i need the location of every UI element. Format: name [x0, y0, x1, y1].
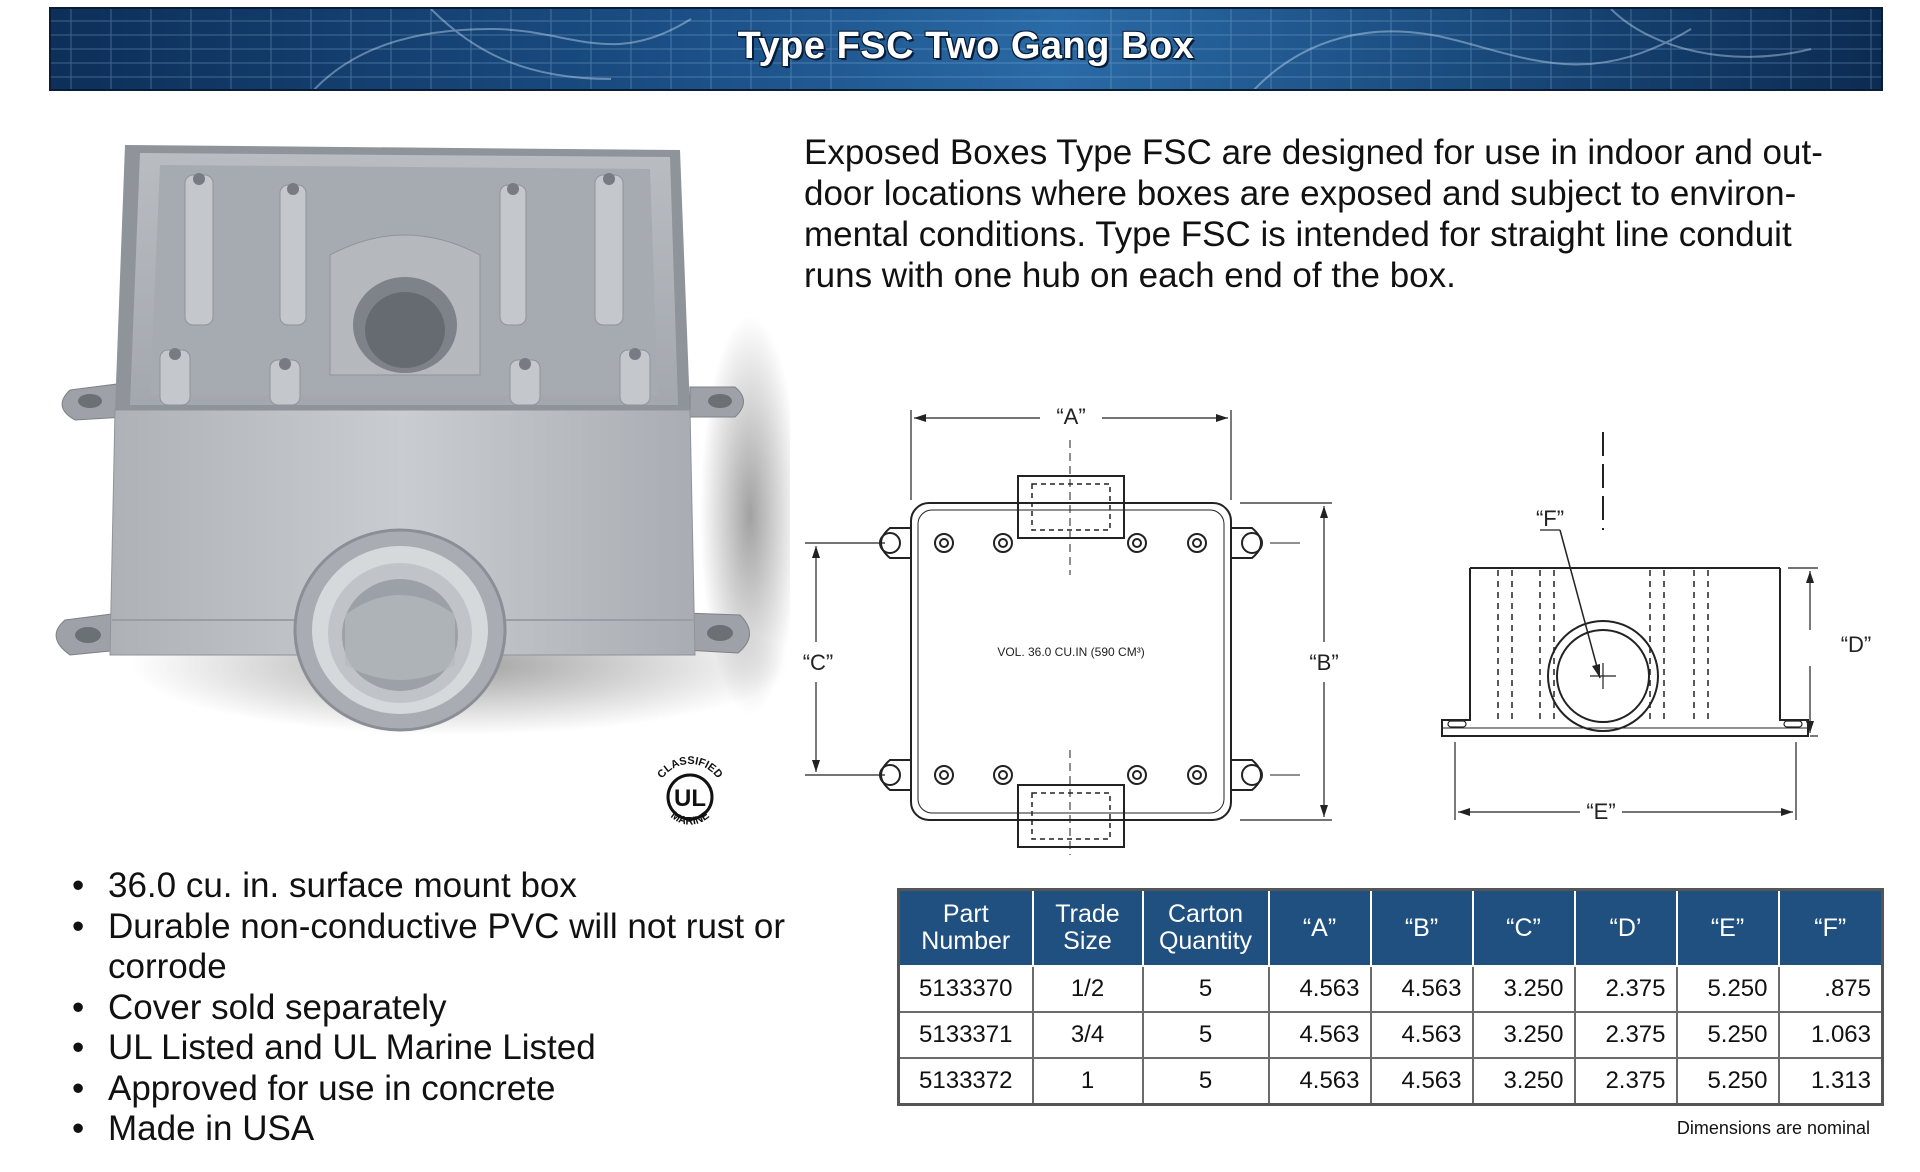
product-photo-two-gang-box	[55, 145, 790, 735]
dimension-c-cell: 3.250	[1471, 965, 1576, 1013]
ul-top-text: CLASSIFIED	[655, 755, 725, 781]
column-header-carton-quantity: Carton Quantity	[1141, 888, 1270, 967]
feature-item: •36.0 cu. in. surface mount box	[72, 866, 577, 905]
dimension-b-cell: 4.563	[1369, 1057, 1474, 1106]
svg-text:MARINE: MARINE	[668, 809, 711, 827]
bullet-icon: •	[72, 866, 85, 905]
dimension-e-cell: 5.250	[1675, 965, 1780, 1013]
dimension-b-cell: 4.563	[1369, 965, 1474, 1013]
svg-text:CLASSIFIED: CLASSIFIED	[655, 755, 725, 781]
side-view-dimension-drawing: “F” “D” “E”	[1441, 432, 1872, 824]
dimension-d-cell: 2.375	[1573, 1057, 1678, 1106]
bullet-icon: •	[72, 1028, 85, 1067]
table-header-row: Part Number Trade Size Carton Quantity “…	[897, 888, 1884, 967]
column-header-f: “F”	[1777, 888, 1884, 967]
dimension-a-cell: 4.563	[1267, 1057, 1372, 1106]
column-header-d: “D’	[1573, 888, 1678, 967]
table-row: 5133370 1/2 5 4.563 4.563 3.250 2.375 5.…	[897, 965, 1884, 1013]
feature-item: •Approved for use in concrete	[72, 1068, 556, 1108]
feature-item: •UL Listed and UL Marine Listed	[72, 1028, 596, 1067]
dimension-d-cell: 2.375	[1573, 1011, 1678, 1059]
banner-wireframe-pattern	[51, 9, 1881, 89]
dimension-label-a: “A”	[1056, 404, 1085, 429]
carton-quantity-cell: 5	[1141, 1057, 1270, 1106]
dimension-f-cell: 1.313	[1777, 1057, 1884, 1106]
header-banner: Type FSC Two Gang Box	[49, 7, 1883, 91]
bullet-icon: •	[72, 1109, 85, 1148]
bullet-icon: •	[72, 1068, 85, 1108]
specification-table: Part Number Trade Size Carton Quantity “…	[897, 888, 1884, 1106]
feature-item: •Cover sold separately	[72, 987, 447, 1027]
column-header-e: “E”	[1675, 888, 1780, 967]
ul-classified-marine-logo: UL CLASSIFIED MARINE	[655, 755, 725, 828]
dimension-label-d: “D”	[1841, 632, 1872, 657]
dimension-label-c: “C”	[803, 650, 834, 675]
part-number-cell: 5133370	[897, 965, 1034, 1013]
column-header-b: “B”	[1369, 888, 1474, 967]
top-view-dimension-drawing: “A” “B” “C” VOL. 36.0 CU.IN (590 CM³)	[803, 404, 1339, 855]
dimension-e-cell: 5.250	[1675, 1011, 1780, 1059]
dimension-c-cell: 3.250	[1471, 1011, 1576, 1059]
part-number-cell: 5133371	[897, 1011, 1034, 1059]
dimensions-note: Dimensions are nominal	[1676, 1118, 1870, 1138]
trade-size-cell: 3/4	[1031, 1011, 1144, 1059]
bullet-icon: •	[72, 987, 85, 1027]
table-row: 5133372 1 5 4.563 4.563 3.250 2.375 5.25…	[897, 1057, 1884, 1106]
dimension-a-cell: 4.563	[1267, 965, 1372, 1013]
dimension-f-cell: .875	[1777, 965, 1884, 1013]
dimension-c-cell: 3.250	[1471, 1057, 1576, 1106]
dimension-label-b: “B”	[1309, 650, 1338, 675]
dimension-b-cell: 4.563	[1369, 1011, 1474, 1059]
carton-quantity-cell: 5	[1141, 1011, 1270, 1059]
column-header-trade-size: Trade Size	[1031, 888, 1144, 967]
feature-item: •Durable non-conductive PVC will not rus…	[72, 906, 785, 987]
trade-size-cell: 1	[1031, 1057, 1144, 1106]
dimension-label-f: “F”	[1536, 506, 1564, 531]
product-description: Exposed Boxes Type FSC are designed for …	[804, 133, 1823, 295]
part-number-cell: 5133372	[897, 1057, 1034, 1106]
bullet-icon: •	[72, 906, 85, 946]
dimension-label-e: “E”	[1586, 799, 1615, 824]
ul-bottom-text: MARINE	[668, 809, 711, 827]
column-header-c: “C”	[1471, 888, 1576, 967]
ul-center-letters: UL	[674, 785, 706, 812]
dimension-a-cell: 4.563	[1267, 1011, 1372, 1059]
column-header-part-number: Part Number	[897, 888, 1034, 967]
column-header-a: “A”	[1267, 888, 1372, 967]
volume-label: VOL. 36.0 CU.IN (590 CM³)	[997, 645, 1144, 659]
feature-list: •36.0 cu. in. surface mount box •Durable…	[70, 866, 810, 1150]
carton-quantity-cell: 5	[1141, 965, 1270, 1013]
trade-size-cell: 1/2	[1031, 965, 1144, 1013]
feature-item: •Made in USA	[72, 1109, 315, 1148]
dimension-d-cell: 2.375	[1573, 965, 1678, 1013]
page-title: Type FSC Two Gang Box	[737, 25, 1195, 67]
dimension-f-cell: 1.063	[1777, 1011, 1884, 1059]
dimension-e-cell: 5.250	[1675, 1057, 1780, 1106]
table-row: 5133371 3/4 5 4.563 4.563 3.250 2.375 5.…	[897, 1011, 1884, 1059]
